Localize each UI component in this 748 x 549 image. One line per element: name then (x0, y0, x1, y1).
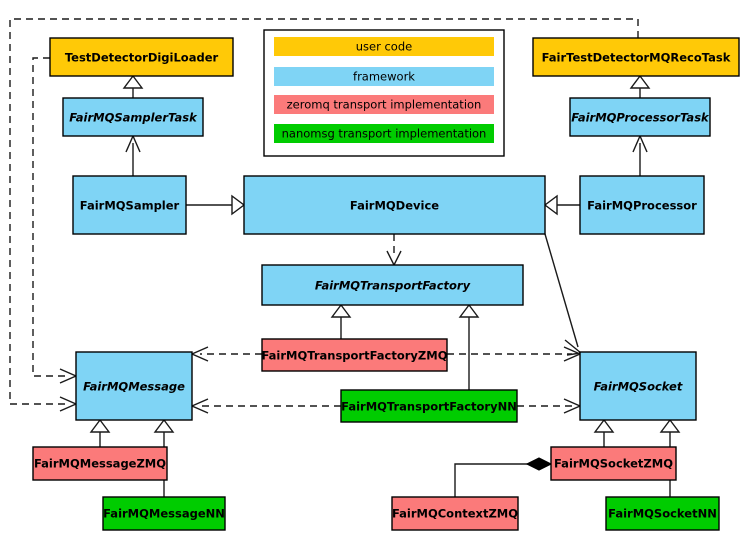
legend-item-user-code: user code (274, 37, 494, 56)
legend-item-nanomsg: nanomsg transport implementation (274, 124, 494, 143)
node-fair-mq-device[interactable]: FairMQDevice (243, 175, 546, 235)
legend-swatch-zeromq (274, 95, 494, 114)
node-fair-mq-message-zmq[interactable]: FairMQMessageZMQ (32, 446, 168, 481)
edge-layer (9, 18, 681, 497)
node-label: FairTestDetectorMQRecoTask (542, 51, 731, 65)
node-layer: TestDetectorDigiLoader FairTestDetectorM… (32, 37, 740, 531)
node-test-detector-digi-loader[interactable]: TestDetectorDigiLoader (49, 37, 234, 77)
arrowhead-processor-to-device (543, 194, 558, 216)
node-label: FairMQTransportFactory (315, 279, 471, 293)
node-label: FairMQSamplerTask (69, 111, 198, 125)
node-label: FairMQSocketNN (608, 507, 717, 521)
arrowhead-messagenn-to-message (153, 418, 175, 433)
node-label: FairMQMessage (83, 380, 185, 394)
legend-item-framework: framework (274, 67, 494, 86)
node-fair-mq-socket[interactable]: FairMQSocket (579, 351, 697, 421)
node-label: FairMQDevice (350, 199, 439, 213)
diamond-socketzmq-composition (525, 457, 553, 471)
node-fair-mq-socket-zmq[interactable]: FairMQSocketZMQ (550, 446, 677, 481)
legend: user code framework zeromq transport imp… (263, 29, 505, 157)
legend-swatch-framework (274, 67, 494, 86)
node-fair-mq-transport-factory[interactable]: FairMQTransportFactory (261, 264, 524, 306)
node-label: FairMQTransportFactoryNN (341, 400, 517, 414)
node-fair-mq-sampler-task[interactable]: FairMQSamplerTask (62, 97, 204, 137)
node-fair-mq-socket-nn[interactable]: FairMQSocketNN (605, 496, 720, 531)
node-fair-test-detector-mq-reco-task[interactable]: FairTestDetectorMQRecoTask (532, 37, 740, 77)
node-label: FairMQProcessorTask (571, 111, 710, 125)
arrowhead-socketnn-to-socket (659, 418, 681, 433)
arrowhead-digiloader-to-samplertask (122, 74, 144, 89)
legend-item-zeromq: zeromq transport implementation (274, 95, 494, 114)
edge-digiloader-to-message (32, 57, 68, 377)
edge-recotask-to-message (9, 18, 639, 405)
node-fair-mq-message-nn[interactable]: FairMQMessageNN (102, 496, 226, 531)
arrowhead-messagezmq-to-message (89, 418, 111, 433)
legend-swatch-nanomsg (274, 124, 494, 143)
node-label: FairMQSocket (594, 380, 683, 394)
node-label: FairMQMessageZMQ (34, 457, 166, 471)
legend-label-user-code: user code (356, 40, 412, 54)
node-label: FairMQSampler (80, 199, 180, 213)
legend-label-framework: framework (353, 70, 415, 84)
node-fair-mq-transport-factory-zmq[interactable]: FairMQTransportFactoryZMQ (261, 338, 448, 372)
arrowhead-recotask-to-processortask (629, 74, 651, 89)
legend-swatch-user-code (274, 37, 494, 56)
arrowhead-tfzmq-to-transportfactory (330, 303, 352, 318)
arrowhead-tfnn-to-transportfactory (458, 303, 480, 318)
node-label: FairMQSocketZMQ (554, 457, 673, 471)
edge-socketzmq-to-contextzmq (454, 463, 536, 497)
node-fair-mq-transport-factory-nn[interactable]: FairMQTransportFactoryNN (340, 389, 518, 423)
node-label: FairMQMessageNN (103, 507, 225, 521)
arrowhead-socketzmq-to-socket (593, 418, 615, 433)
node-fair-mq-sampler[interactable]: FairMQSampler (72, 175, 187, 235)
node-label: FairMQContextZMQ (392, 507, 518, 521)
node-fair-mq-processor[interactable]: FairMQProcessor (579, 175, 705, 235)
arrowhead-sampler-to-device (231, 194, 246, 216)
node-fair-mq-processor-task[interactable]: FairMQProcessorTask (569, 97, 711, 137)
arrowhead-device-to-transportfactory (386, 250, 402, 267)
node-fair-mq-message[interactable]: FairMQMessage (75, 351, 193, 421)
node-label: TestDetectorDigiLoader (65, 51, 219, 65)
edge-device-to-socket (544, 233, 579, 348)
node-label: FairMQProcessor (587, 199, 697, 213)
node-fair-mq-context-zmq[interactable]: FairMQContextZMQ (391, 496, 519, 531)
node-label: FairMQTransportFactoryZMQ (261, 349, 447, 363)
legend-label-nanomsg: nanomsg transport implementation (282, 127, 487, 141)
legend-label-zeromq: zeromq transport implementation (287, 98, 482, 112)
